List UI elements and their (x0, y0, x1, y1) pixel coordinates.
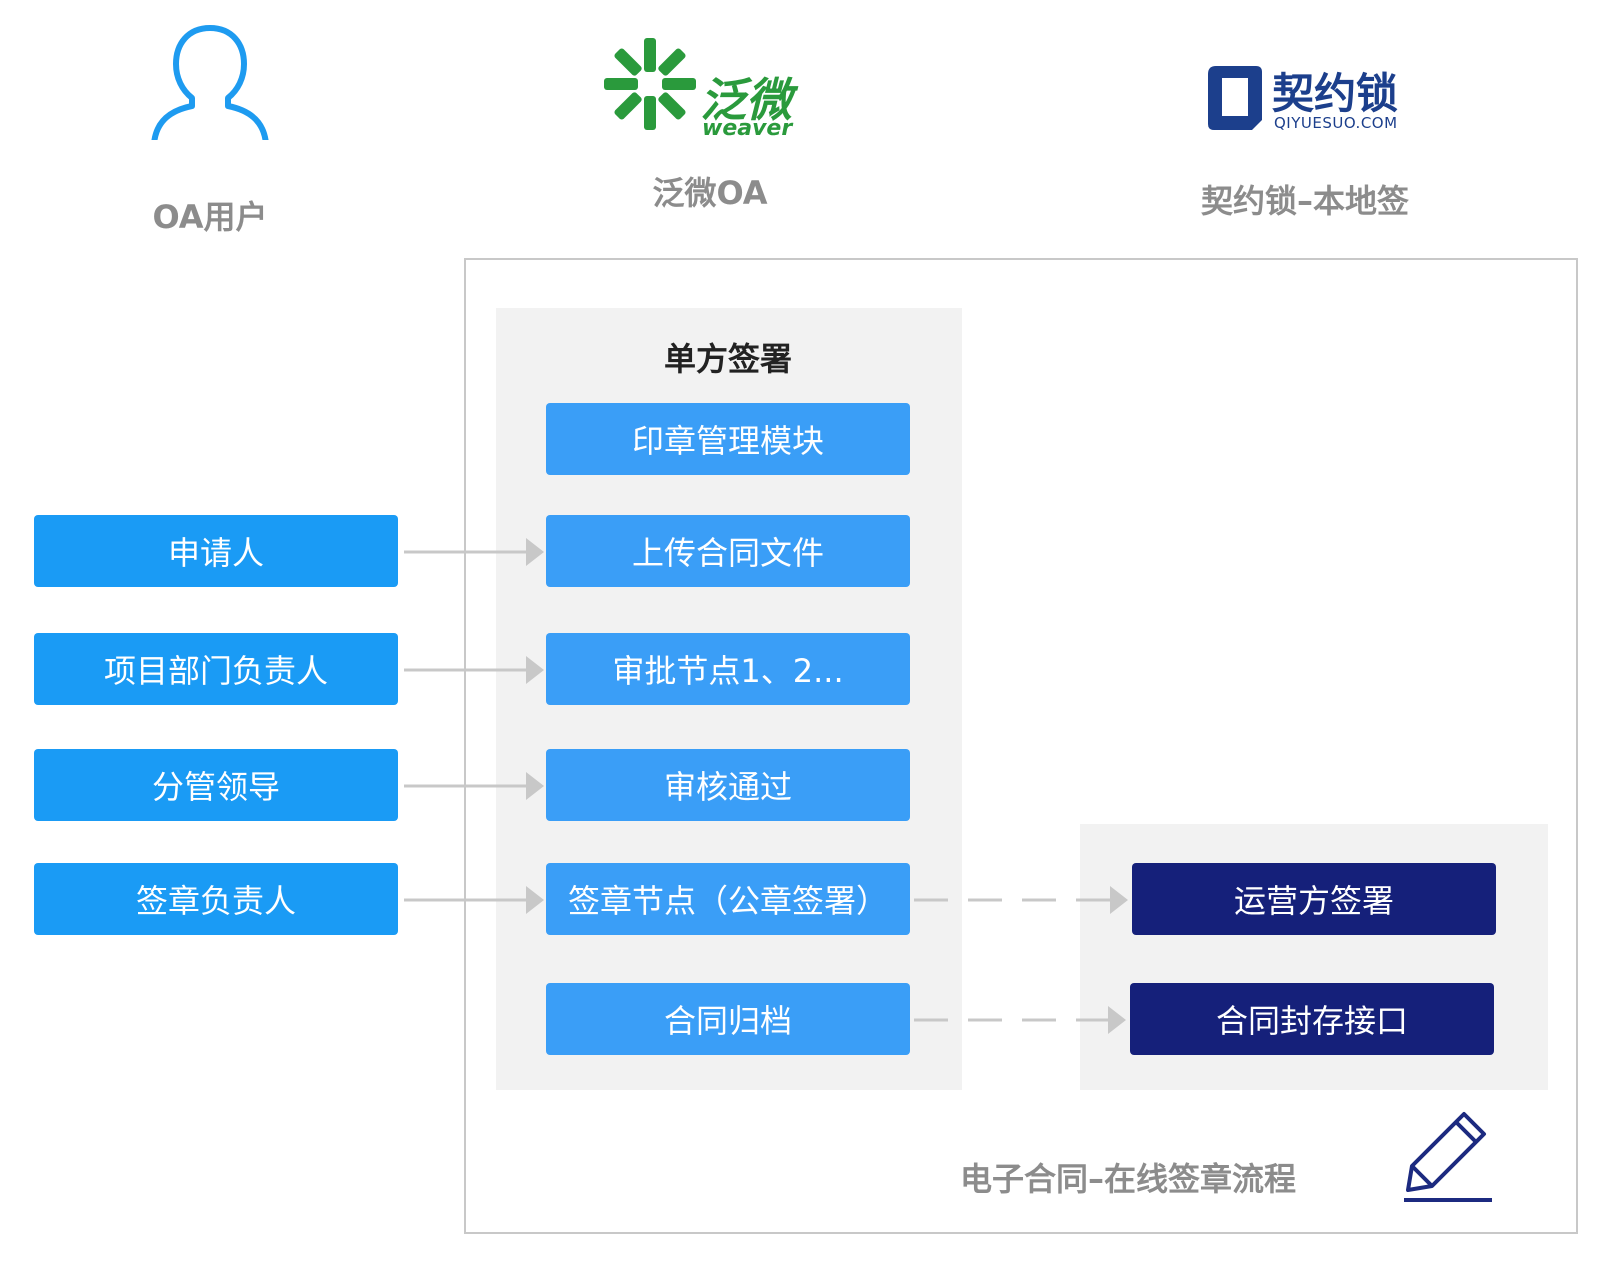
oa-user-column: OA用户 (110, 20, 310, 236)
weaver-star-icon (604, 38, 696, 130)
user-outline-icon (151, 25, 269, 140)
weaver-logo-en: weaver (702, 116, 793, 141)
qiyuesuo-logo: 契约锁 QIYUESUO.COM (1180, 60, 1440, 140)
role-seal-owner: 签章负责人 (34, 863, 398, 935)
qiyuesuo-mark-icon (1208, 66, 1262, 130)
role-dept-head: 项目部门负责人 (34, 633, 398, 705)
arrow-icon (526, 772, 544, 800)
weaver-logo: 泛微 weaver (600, 30, 860, 141)
platform-frame (464, 258, 1578, 1234)
weaver-logo-cn: 泛微 (700, 73, 792, 127)
step-seal-management: 印章管理模块 (546, 403, 910, 475)
role-leader: 分管领导 (34, 749, 398, 821)
diagram-caption: 电子合同–在线签章流程 (960, 1160, 1297, 1198)
arrow-icon (526, 886, 544, 914)
qiyuesuo-label: 契约锁–本地签 (1200, 182, 1409, 220)
step-upload-contract: 上传合同文件 (546, 515, 910, 587)
weaver-column: 泛微 weaver 泛微OA (600, 30, 860, 220)
qiyuesuo-column: 契约锁 QIYUESUO.COM 契约锁–本地签 (1180, 60, 1440, 230)
oa-user-label: OA用户 (152, 198, 268, 236)
arrow-icon (1110, 886, 1128, 914)
single-signing-title: 单方签署 (663, 340, 792, 378)
arrow-icon (526, 656, 544, 684)
step-seal-node: 签章节点（公章签署） (546, 863, 910, 935)
ext-archive-api: 合同封存接口 (1130, 983, 1494, 1055)
step-archive: 合同归档 (546, 983, 910, 1055)
step-review-passed: 审核通过 (546, 749, 910, 821)
weaver-label: 泛微OA (652, 174, 768, 212)
arrow-icon (526, 538, 544, 566)
qiyuesuo-logo-domain: QIYUESUO.COM (1274, 114, 1398, 132)
step-approval-nodes: 审批节点1、2... (546, 633, 910, 705)
ext-operator-sign: 运营方签署 (1132, 863, 1496, 935)
qiyuesuo-logo-cn: 契约锁 (1272, 69, 1399, 118)
role-applicant: 申请人 (34, 515, 398, 587)
arrow-icon (1108, 1006, 1126, 1034)
pencil-icon (1404, 1112, 1492, 1202)
